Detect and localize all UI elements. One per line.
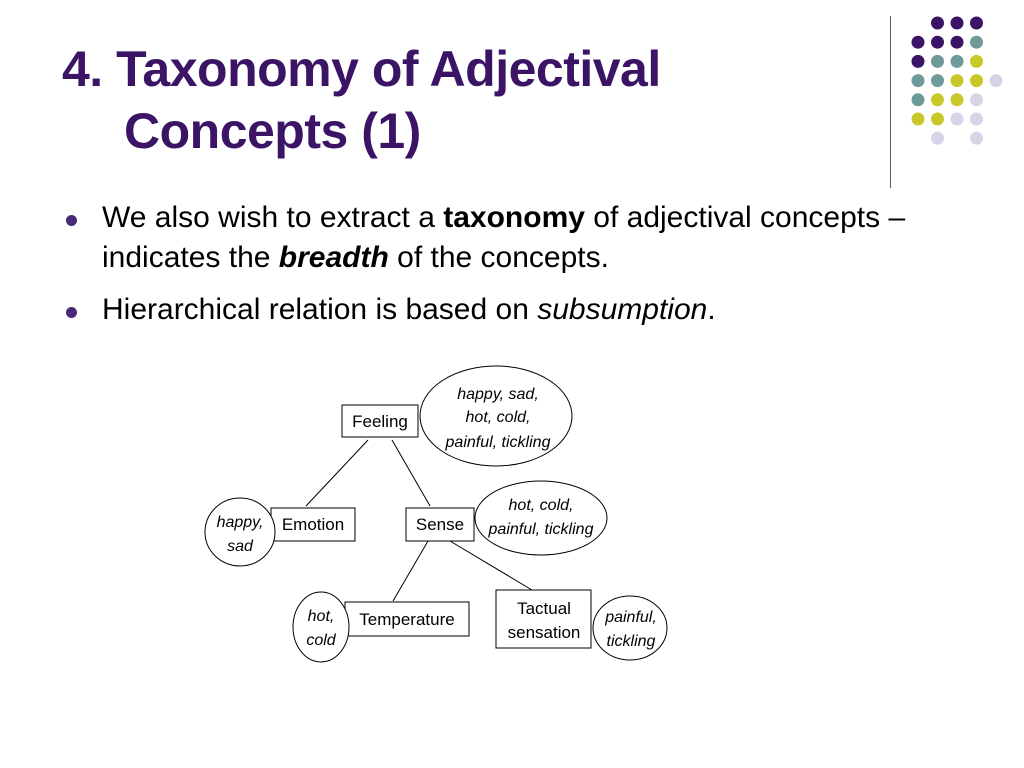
- decorative-dot: [911, 54, 925, 68]
- ellipse-feeling-line3: painful, tickling: [445, 434, 551, 451]
- node-tactual-sensation: Tactual sensation: [495, 589, 592, 649]
- edge-sense-tactual: [449, 540, 533, 591]
- ellipse-emotion-adjectives: happy, sad: [204, 497, 276, 567]
- ellipse-feeling-line2: hot, cold,: [466, 409, 531, 426]
- bullet-1-part-3: of adjectival concepts – indicates the: [102, 201, 906, 274]
- decorative-dot: [970, 93, 983, 107]
- decorative-dot: [931, 112, 944, 126]
- ellipse-emotion-line2: sad: [227, 538, 254, 555]
- decorative-dot: [931, 131, 944, 145]
- ellipse-sense-line2: painful, tickling: [488, 521, 594, 538]
- decorative-dot: [950, 16, 964, 30]
- title-divider-line: [890, 16, 891, 188]
- slide-title: 4. Taxonomy of Adjectival Concepts (1): [62, 38, 661, 162]
- ellipse-feeling-line1: happy, sad,: [457, 386, 539, 403]
- bullet-2-part-2: subsumption: [537, 293, 708, 326]
- ellipse-tactual-line1: painful,: [604, 609, 657, 626]
- ellipse-temperature-adjectives: hot, cold: [292, 591, 350, 663]
- ellipse-sense-adjectives: hot, cold, painful, tickling: [474, 480, 608, 556]
- ellipse-tactual-adjectives: painful, tickling: [592, 595, 668, 661]
- decorative-dot: [931, 54, 944, 68]
- decorative-dot: [970, 74, 983, 88]
- decorative-dot: [950, 112, 964, 126]
- decorative-dot: [911, 74, 925, 88]
- bullet-1-part-2: taxonomy: [443, 201, 585, 234]
- decorative-dot: [911, 93, 925, 107]
- bullet-list: We also wish to extract a taxonomy of ad…: [62, 198, 962, 342]
- title-line-1: 4. Taxonomy of Adjectival: [62, 41, 661, 97]
- edge-sense-temperature: [392, 540, 429, 602]
- node-emotion: Emotion: [270, 507, 356, 542]
- ellipse-tactual-line2: tickling: [607, 633, 656, 650]
- decorative-dot: [931, 74, 944, 88]
- decorative-dot: [970, 112, 983, 126]
- bullet-dot-icon: [66, 215, 77, 226]
- decorative-dot-grid: [911, 16, 1003, 145]
- node-emotion-label: Emotion: [282, 515, 344, 534]
- bullet-2-part-1: Hierarchical relation is based on: [102, 293, 538, 326]
- decorative-dot: [931, 35, 944, 49]
- decorative-dot: [950, 35, 964, 49]
- bullet-1-part-1: We also wish to extract a: [102, 201, 444, 234]
- ellipse-temperature-line2: cold: [306, 632, 336, 649]
- node-sense-label: Sense: [416, 515, 464, 534]
- node-feeling: Feeling: [341, 404, 419, 438]
- decorative-dot: [950, 74, 964, 88]
- decorative-dot: [911, 35, 925, 49]
- ellipse-emotion-line1: happy,: [217, 514, 264, 531]
- decorative-dot: [931, 16, 944, 30]
- decorative-dot: [950, 54, 964, 68]
- bullet-2-part-3: .: [707, 293, 716, 326]
- bullet-item-2: Hierarchical relation is based on subsum…: [62, 290, 962, 330]
- decorative-dot: [970, 35, 983, 49]
- node-temperature: Temperature: [344, 601, 470, 637]
- node-tactual-label-line1: Tactual: [517, 599, 571, 618]
- edge-feeling-sense: [391, 439, 431, 507]
- decorative-dot: [970, 131, 983, 145]
- node-sense: Sense: [405, 507, 475, 542]
- ellipse-temperature-line1: hot,: [308, 608, 335, 625]
- decorative-dot: [950, 93, 964, 107]
- decorative-dot: [931, 93, 944, 107]
- decorative-dot: [911, 112, 925, 126]
- bullet-dot-icon: [66, 307, 77, 318]
- bullet-1-part-4: breadth: [278, 241, 389, 274]
- decorative-dot: [970, 16, 983, 30]
- title-line-2: Concepts (1): [124, 103, 421, 159]
- edge-feeling-emotion: [305, 439, 369, 507]
- ellipse-sense-line1: hot, cold,: [509, 497, 574, 514]
- node-temperature-label: Temperature: [359, 610, 454, 629]
- node-feeling-label: Feeling: [352, 412, 408, 431]
- bullet-1-part-5: of the concepts.: [388, 241, 609, 274]
- node-tactual-label-line2: sensation: [508, 623, 581, 642]
- ellipse-feeling-adjectives: happy, sad, hot, cold, painful, tickling: [419, 365, 573, 467]
- decorative-dot: [989, 74, 1003, 88]
- decorative-dot: [970, 54, 983, 68]
- bullet-item-1: We also wish to extract a taxonomy of ad…: [62, 198, 962, 278]
